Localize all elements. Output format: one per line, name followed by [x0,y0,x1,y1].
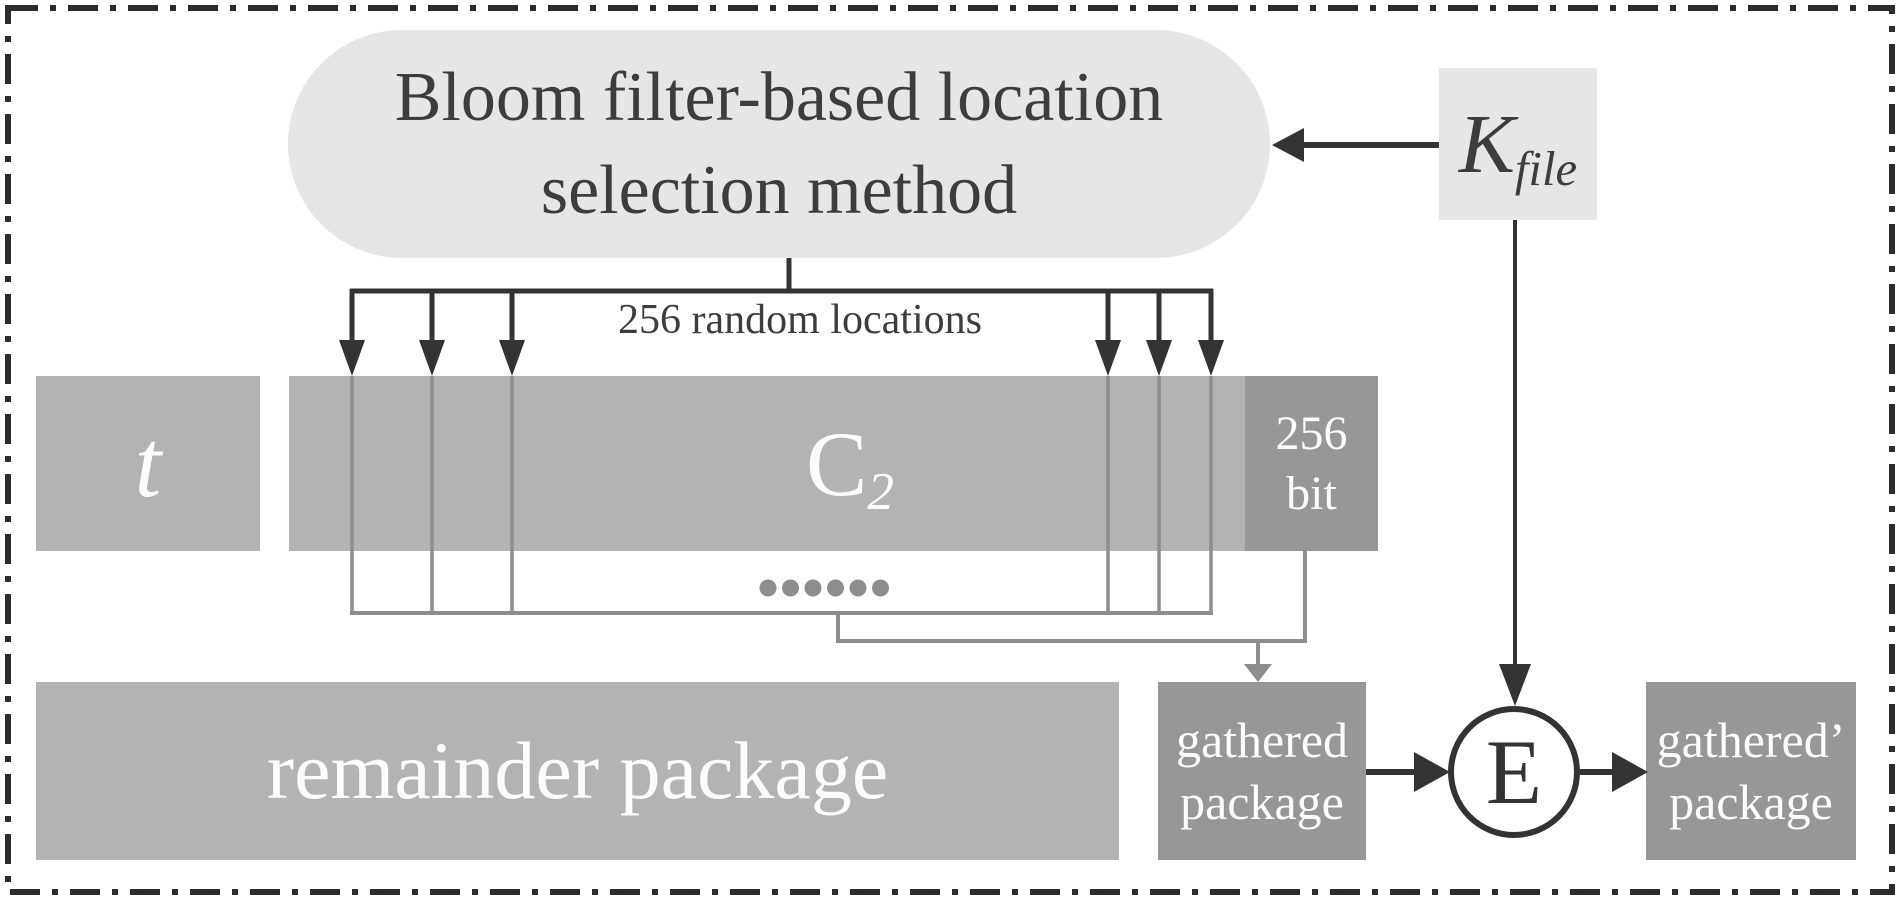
t-block-label: t [134,410,162,517]
gathered-prime-line1: gathered’ [1656,712,1846,768]
locations-annotation: 256 random locations [618,297,982,343]
kfile-to-encrypt-arrow-icon [1499,220,1531,706]
gathered-prime-package-block: gathered’ package [1646,682,1856,860]
kfile-label: Kfile [1458,97,1578,197]
gathered-prime-line2: package [1669,774,1833,830]
method-node: Bloom filter-based location selection me… [288,30,1270,258]
bit256-line2: bit [1286,466,1337,520]
gathered-line1: gathered [1175,712,1349,768]
encrypt-to-gathered-prime-arrow-icon [1580,752,1648,792]
method-node-line2: selection method [540,152,1018,229]
t-block: t [36,376,260,551]
method-distributor-line [350,258,1213,294]
gathered-package-block: gathered package [1158,682,1366,860]
gathered-to-encrypt-arrow-icon [1366,752,1450,792]
bus-to-gathered-arrow-icon [1244,641,1272,682]
c2-label: C2 [805,412,895,522]
remainder-package-label: remainder package [266,725,889,816]
encryption-node: E [1448,706,1580,838]
ellipsis-dots-icon [759,579,889,597]
method-node-line1: Bloom filter-based location [394,59,1164,136]
kfile-to-method-arrow-icon [1272,128,1439,162]
encryption-node-label: E [1485,721,1543,823]
bit256-line1: 256 [1275,406,1348,460]
gather-bus-lines [350,551,1307,643]
kfile-node: Kfile [1439,68,1597,220]
remainder-package-block: remainder package [36,682,1119,860]
gathered-line2: package [1180,774,1344,830]
bit256-block: 256 bit [1245,376,1378,551]
